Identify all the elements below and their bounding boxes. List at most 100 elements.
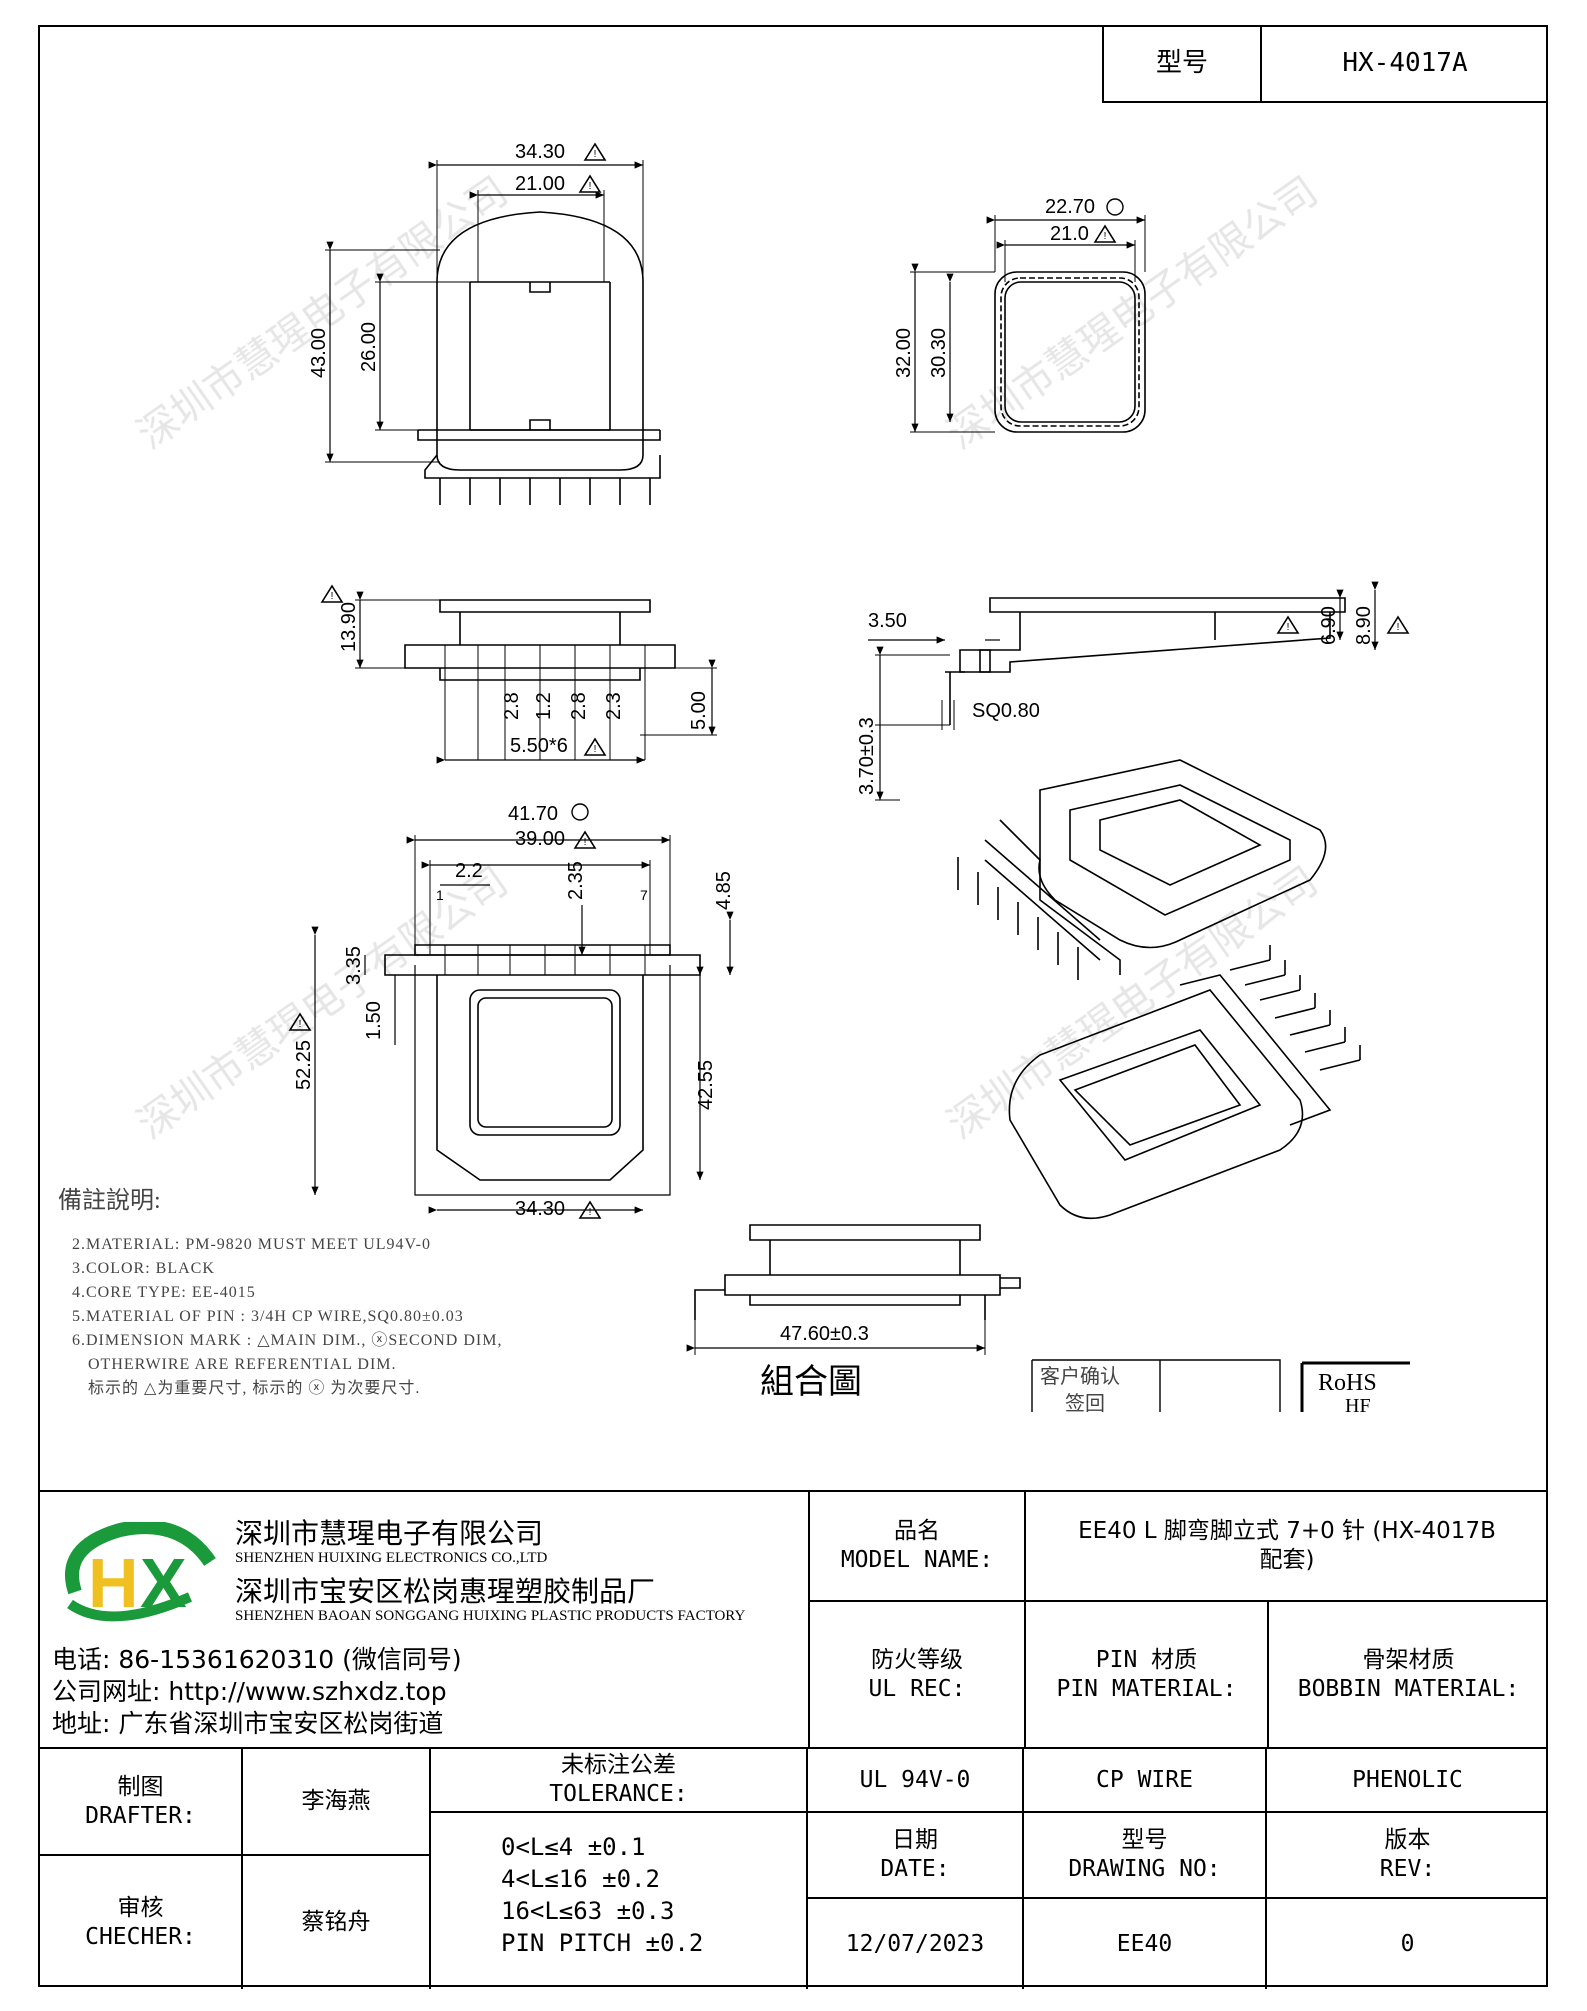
rev-value: 0 — [1400, 1930, 1415, 1957]
hf-mark: HF — [1345, 1395, 1371, 1417]
dim-text: 6.90 — [1318, 606, 1340, 645]
bobbin-material-value: PHENOLIC — [1267, 1749, 1548, 1813]
company-name-en: SHENZHEN HUIXING ELECTRONICS CO.,LTD — [235, 1550, 548, 1566]
assembly-side-view — [694, 1224, 1021, 1320]
ul-value: UL 94V-0 — [808, 1749, 1024, 1813]
bottom-view — [384, 944, 701, 1196]
phone-text: 电话: 86-15361620310 (微信同号) — [52, 1645, 462, 1674]
notes-title: 備註說明: — [58, 1188, 161, 1214]
tolerance-line: PIN PITCH ±0.2 — [501, 1929, 704, 1957]
notes-block: 備註說明: 2.MATERIAL: PM-9820 MUST MEET UL94… — [58, 1180, 502, 1401]
note-line: 4.CORE TYPE: EE-4015 — [72, 1284, 256, 1301]
company-name-cn: 深圳市慧瑆电子有限公司 — [235, 1517, 544, 1550]
pin-row-front — [439, 478, 651, 505]
watermark-text: 深圳市慧瑆电子有限公司 — [130, 859, 516, 1147]
pin-detail-view — [945, 597, 1346, 725]
company-logo: H X — [65, 1522, 216, 1622]
dim-text: 21.0 — [1050, 223, 1089, 245]
pin-number: 1 — [436, 887, 444, 903]
tolerance-line: 16<L≤63 ±0.3 — [501, 1897, 675, 1925]
dim-text: 26.00 — [358, 322, 380, 372]
dim-text: 1.2 — [533, 692, 555, 720]
drawing-no-value: EE40 — [1024, 1899, 1267, 1989]
isometric-bobbin-1 — [957, 759, 1327, 980]
dim-text: 22.70 — [1045, 196, 1095, 218]
assembly-label: 組合圖 — [760, 1363, 862, 1401]
dim-text: 43.00 — [308, 328, 330, 378]
rohs-mark: RoHS — [1318, 1370, 1377, 1396]
top-view — [994, 271, 1146, 433]
customer-confirm: 客户确认 — [1040, 1365, 1120, 1388]
dim-text: 34.30 — [515, 1198, 565, 1220]
svg-text:H: H — [88, 1544, 139, 1622]
dim-text: SQ0.80 — [972, 700, 1040, 722]
customer-sign: 签回 — [1065, 1392, 1105, 1415]
dim-text: 52.25 — [293, 1040, 315, 1090]
isometric-bobbin-2 — [1008, 945, 1361, 1220]
dim-text: 2.3 — [603, 692, 625, 720]
dim-text: 34.30 — [515, 141, 565, 163]
date-value: 12/07/2023 — [808, 1899, 1024, 1989]
address-text: 地址: 广东省深圳市宝安区松岗街道 — [52, 1709, 444, 1738]
dim-text: 13.90 — [338, 602, 360, 652]
drafter-name: 李海燕 — [243, 1749, 431, 1856]
front-view — [417, 211, 661, 505]
watermark-group: 深圳市慧瑆电子有限公司 深圳市慧瑆电子有限公司 深圳市慧瑆电子有限公司 深圳市慧… — [130, 169, 1326, 1147]
dim-text: 42.55 — [695, 1060, 717, 1110]
dim-text: 41.70 — [508, 803, 558, 825]
watermark-text: 深圳市慧瑆电子有限公司 — [130, 169, 516, 457]
note-line: 6.DIMENSION MARK : △MAIN DIM., ⓧSECOND D… — [72, 1332, 503, 1349]
dim-text: 5.50*6 — [510, 735, 568, 757]
note-line: 标示的 △为重要尺寸, 标示的 ⓧ 为次要尺寸. — [88, 1380, 421, 1397]
dim-text: 30.30 — [928, 328, 950, 378]
tolerance-table: 0<L≤4 ±0.1 4<L≤16 ±0.2 16<L≤63 ±0.3 PIN … — [431, 1813, 808, 1989]
pin-material-value: CP WIRE — [1024, 1749, 1267, 1813]
pin-number: 7 — [640, 887, 648, 903]
type-value: HX-4017A — [1342, 47, 1468, 78]
note-line: 2.MATERIAL: PM-9820 MUST MEET UL94V-0 — [72, 1236, 431, 1253]
checker-name: 蔡铭舟 — [243, 1856, 431, 1989]
dim-text: 2.8 — [568, 692, 590, 720]
note-line: OTHERWIRE ARE REFERENTIAL DIM. — [88, 1356, 397, 1373]
tolerance-line: 4<L≤16 ±0.2 — [501, 1865, 660, 1893]
dim-text: 39.00 — [515, 828, 565, 850]
type-box: 型号 HX-4017A — [1102, 25, 1548, 103]
title-block: H X 深圳市慧瑆电子有限公司 SHENZHEN HUIXING ELECTRO… — [38, 1490, 1548, 1989]
type-label: 型号 — [1104, 25, 1262, 101]
dim-text: 47.60±0.3 — [780, 1323, 869, 1345]
dim-text: 2.8 — [501, 692, 523, 720]
dim-text: 3.35 — [343, 946, 365, 985]
dim-text: 21.00 — [515, 173, 565, 195]
dim-text: 2.2 — [455, 860, 483, 882]
note-line: 5.MATERIAL OF PIN : 3/4H CP WIRE,SQ0.80±… — [72, 1308, 464, 1325]
factory-name-cn: 深圳市宝安区松岗惠瑆塑胶制品厂 — [235, 1575, 656, 1608]
dimension-labels: 34.30 21.00 43.00 26.00 22.70 21.0 32.00… — [289, 141, 1409, 1345]
factory-name-en: SHENZHEN BAOAN SONGGANG HUIXING PLASTIC … — [235, 1608, 746, 1624]
dim-text: 8.90 — [1353, 606, 1375, 645]
dim-text: 2.35 — [565, 861, 587, 900]
dim-text: 1.50 — [363, 1001, 385, 1040]
technical-drawing: ! 深圳市慧瑆电子有限公司 深圳市慧瑆电子有限公司 深圳市慧瑆电子有限公司 深圳… — [130, 141, 1410, 1417]
dim-text: 4.85 — [713, 871, 735, 910]
dim-text: 5.00 — [688, 691, 710, 730]
dim-text: 3.50 — [868, 610, 907, 632]
company-area: H X 深圳市慧瑆电子有限公司 SHENZHEN HUIXING ELECTRO… — [40, 1492, 808, 1747]
note-line: 3.COLOR: BLACK — [72, 1260, 215, 1277]
website-text[interactable]: 公司网址: http://www.szhxdz.top — [52, 1677, 447, 1706]
tolerance-line: 0<L≤4 ±0.1 — [501, 1833, 646, 1861]
dim-text: 3.70±0.3 — [856, 717, 878, 795]
dim-text: 32.00 — [893, 328, 915, 378]
